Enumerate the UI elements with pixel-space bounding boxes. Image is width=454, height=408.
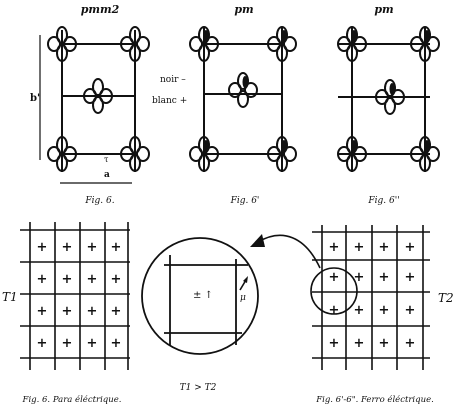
para-plus-10: +	[87, 304, 98, 319]
orbital-pmm2-center	[83, 78, 113, 114]
para-plus-15: +	[111, 336, 122, 351]
t2-label: T2	[438, 291, 454, 305]
ferro-grid: + + + + + + + + + + + + + + + + T2 Fig. 6'-6". Ferro él…	[310, 225, 454, 405]
legend-blanc: blanc +	[152, 96, 187, 106]
zoom-arrow	[250, 234, 321, 269]
caption-fig-6-double-prime: Fig. 6''	[367, 196, 399, 206]
orbital-pmm2-1	[120, 26, 150, 62]
ferro-plus-12: +	[329, 336, 340, 351]
ferro-plus-7: +	[405, 270, 416, 285]
temperature-relation: T1 > T2	[180, 383, 217, 393]
circle-pm-label: ± ↑	[193, 290, 213, 301]
mu-label: μ	[240, 293, 246, 303]
ferro-detail-circle: ± ↑ μ T1 > T2	[141, 237, 259, 393]
para-grid: + + + + + + + + + + + + + + + + T1 Fig. 6. Para éléctri…	[2, 222, 130, 405]
ferro-plus-13: +	[354, 336, 365, 351]
orbital-pm2-3	[410, 136, 440, 172]
axis-b-label: b'	[30, 93, 40, 104]
ferro-sign-set: + + + + + + + + + + + + + + + +	[329, 240, 416, 351]
ferro-plus-2: +	[379, 240, 390, 255]
para-plus-6: +	[87, 272, 98, 287]
orbital-pm1-center	[228, 72, 258, 108]
ferro-plus-3: +	[405, 240, 416, 255]
axis-tau-label: τ	[104, 155, 109, 164]
ferro-plus-11: +	[405, 303, 416, 318]
para-plus-11: +	[111, 304, 122, 319]
orbital-pm1-0	[189, 26, 219, 62]
ferro-plus-5: +	[354, 270, 365, 285]
orbital-clusters	[47, 26, 440, 172]
para-plus-9: +	[62, 304, 73, 319]
para-plus-13: +	[62, 336, 73, 351]
orbital-pmm2-2	[47, 136, 77, 172]
ferro-selection-circle	[310, 267, 358, 315]
ferro-plus-4: +	[329, 270, 340, 285]
ferro-plus-1: +	[354, 240, 365, 255]
para-plus-14: +	[87, 336, 98, 351]
axis-a-label: a	[104, 170, 110, 180]
para-plus-8: +	[37, 304, 48, 319]
ferro-plus-6: +	[379, 270, 390, 285]
orbital-pm2-center	[375, 79, 405, 115]
ferro-plus-14: +	[379, 336, 390, 351]
orbital-pmm2-0	[47, 26, 77, 62]
para-plus-0: +	[37, 240, 48, 255]
caption-fig-6: Fig. 6.	[84, 196, 114, 206]
ferro-plus-15: +	[405, 336, 416, 351]
orbital-pm2-2	[337, 136, 367, 172]
orbital-pm2-0	[337, 26, 367, 62]
group-label-pm-2: pm	[374, 3, 393, 16]
panel-pmm2: pmm2 b' a τ Fig. 6.	[30, 3, 136, 206]
para-plus-7: +	[111, 272, 122, 287]
para-plus-2: +	[87, 240, 98, 255]
orbital-pm1-1	[267, 26, 297, 62]
legend-noir: noir –	[160, 75, 186, 85]
panel-pm-1: pm noir – blanc + Fig. 6'	[152, 3, 283, 206]
group-label-pm-1: pm	[234, 3, 253, 16]
para-plus-5: +	[62, 272, 73, 287]
group-label-pmm2: pmm2	[81, 3, 120, 16]
t1-label: T1	[2, 290, 18, 304]
ferro-plus-8: +	[329, 303, 340, 318]
caption-ferro: Fig. 6'-6". Ferro éléctrique.	[315, 394, 434, 405]
caption-para: Fig. 6. Para éléctrique.	[22, 394, 122, 405]
para-plus-3: +	[111, 240, 122, 255]
caption-fig-6-prime: Fig. 6'	[230, 196, 260, 206]
ferro-plus-9: +	[354, 303, 365, 318]
orbital-pm2-1	[410, 26, 440, 62]
para-plus-1: +	[62, 240, 73, 255]
para-plus-12: +	[37, 336, 48, 351]
ferro-plus-0: +	[329, 240, 340, 255]
para-sign-set: + + + + + + + + + + + + + + + +	[37, 240, 122, 351]
para-plus-4: +	[37, 272, 48, 287]
orbital-pm1-3	[267, 136, 297, 172]
ferro-plus-10: +	[379, 303, 390, 318]
orbital-pm1-2	[189, 136, 219, 172]
orbital-pmm2-3	[120, 136, 150, 172]
